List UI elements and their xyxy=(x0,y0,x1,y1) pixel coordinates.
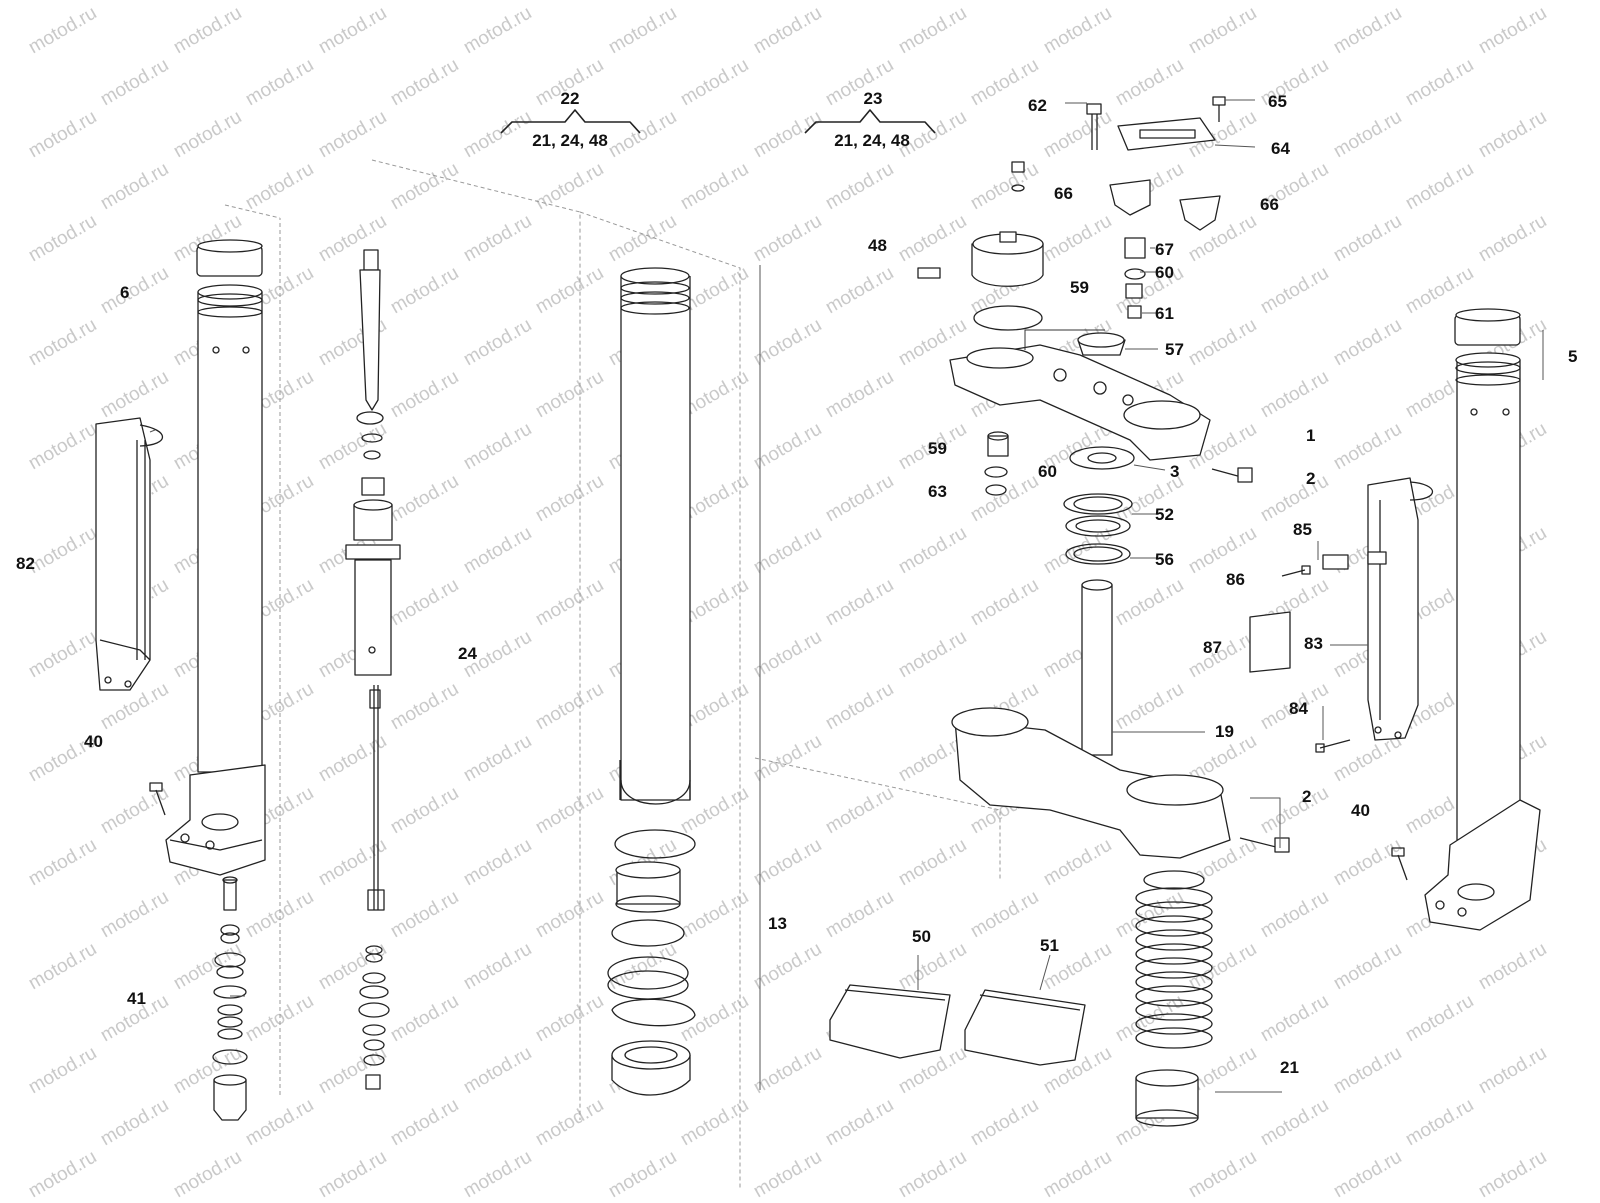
group-header-23-number: 23 xyxy=(863,89,883,108)
right-fork-guard xyxy=(1367,477,1433,741)
callout-83: 83 xyxy=(1304,634,1323,653)
group-header-23: 23 xyxy=(828,90,918,107)
callout-19: 19 xyxy=(1215,722,1234,741)
callout-60-top: 60 xyxy=(1155,263,1174,282)
callout-50: 50 xyxy=(912,927,931,946)
left-fork-guard xyxy=(95,417,163,691)
left-damper-parts xyxy=(212,876,248,1121)
callout-2-bottom: 2 xyxy=(1302,787,1312,806)
left-fork-outer-tube xyxy=(149,239,266,876)
steering-bearings xyxy=(1063,446,1253,565)
callout-59-bottom: 59 xyxy=(928,439,947,458)
callout-64: 64 xyxy=(1271,139,1290,158)
callout-62: 62 xyxy=(1028,96,1047,115)
steering-stem-small-parts xyxy=(984,431,1009,496)
callout-86: 86 xyxy=(1226,570,1245,589)
group-bracket-23 xyxy=(804,109,936,134)
group-bracket-22 xyxy=(500,109,641,134)
callout-85: 85 xyxy=(1293,520,1312,539)
callout-67: 67 xyxy=(1155,240,1174,259)
callout-66-right: 66 xyxy=(1260,195,1279,214)
damper-rod-assembly xyxy=(345,249,401,1090)
callout-13: 13 xyxy=(768,914,787,933)
callout-87: 87 xyxy=(1203,638,1222,657)
fork-inner-tube xyxy=(607,267,696,1096)
callout-61: 61 xyxy=(1155,304,1174,323)
callout-3: 3 xyxy=(1170,462,1180,481)
callout-1: 1 xyxy=(1306,426,1316,445)
callout-82: 82 xyxy=(16,554,35,573)
group-header-22-number: 22 xyxy=(560,89,580,108)
assembly-frame-left xyxy=(224,159,1001,1190)
handlebar-mount-parts xyxy=(1077,96,1226,356)
callout-48: 48 xyxy=(868,236,887,255)
fork-spring-21 xyxy=(1135,870,1213,1127)
upper-triple-clamp xyxy=(949,329,1211,461)
group-header-22-subparts: 21, 24, 48 xyxy=(532,131,608,150)
callout-21: 21 xyxy=(1280,1058,1299,1077)
callout-51: 51 xyxy=(1040,936,1059,955)
guard-mount-parts xyxy=(1249,554,1351,753)
callout-60-bottom: 60 xyxy=(1038,462,1057,481)
right-fork-outer-tube xyxy=(1391,308,1541,931)
callout-2-top: 2 xyxy=(1306,469,1316,488)
callout-57: 57 xyxy=(1165,340,1184,359)
group-header-23-subparts: 21, 24, 48 xyxy=(834,131,910,150)
oil-packets xyxy=(829,984,1086,1066)
callout-40-right: 40 xyxy=(1351,801,1370,820)
callout-52: 52 xyxy=(1155,505,1174,524)
callout-24: 24 xyxy=(458,644,477,663)
callout-65: 65 xyxy=(1268,92,1287,111)
callout-40-left: 40 xyxy=(84,732,103,751)
callout-5: 5 xyxy=(1568,347,1578,366)
callout-56: 56 xyxy=(1155,550,1174,569)
callout-63: 63 xyxy=(928,482,947,501)
callout-59-top: 59 xyxy=(1070,278,1089,297)
lower-triple-clamp xyxy=(951,579,1290,859)
group-header-22: 22 xyxy=(525,90,615,107)
callout-41: 41 xyxy=(127,989,146,1008)
callout-6: 6 xyxy=(120,283,130,302)
fork-cap-48 xyxy=(917,161,1044,331)
leader-lines xyxy=(149,99,1544,1093)
callout-66-left: 66 xyxy=(1054,184,1073,203)
callout-84: 84 xyxy=(1289,699,1308,718)
